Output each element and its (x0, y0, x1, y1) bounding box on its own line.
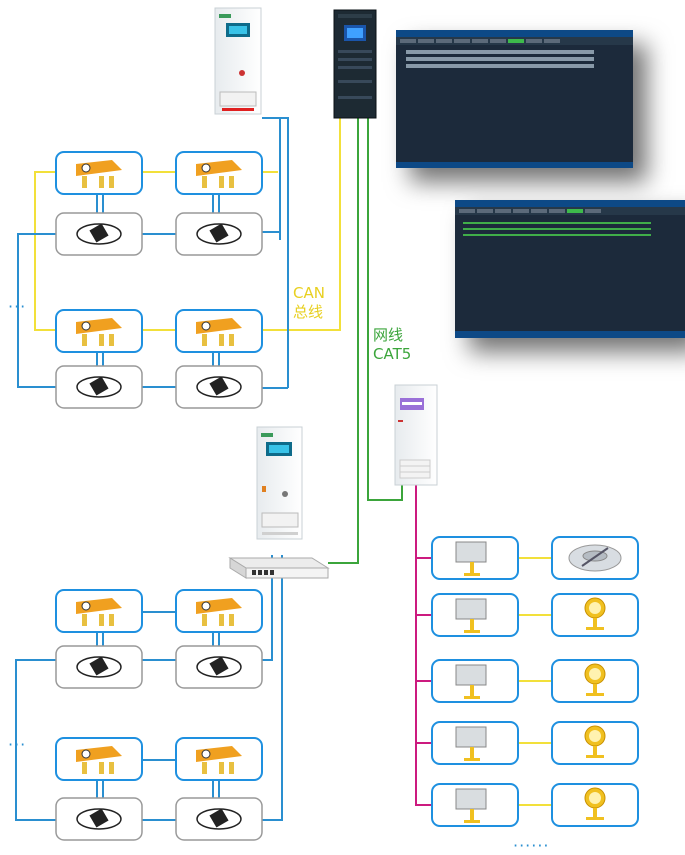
ethernet-green-lines (328, 118, 403, 564)
lamp-yellow-links (518, 557, 552, 806)
network-cable-label: 网线 CAT5 (373, 326, 411, 364)
monitor-screen-icon (455, 200, 685, 338)
inset-light-unit (551, 536, 639, 580)
monitor-screen-icon (396, 30, 633, 168)
camera-unit (175, 589, 263, 633)
rack-switch-icon (228, 557, 330, 579)
camera-unit (55, 309, 143, 353)
sensor-unit (55, 212, 143, 256)
sensor-cable-icon (76, 376, 122, 398)
floodlight-unit (551, 721, 639, 765)
inset-light-icon (568, 544, 622, 572)
sensor-cable-icon (76, 223, 122, 245)
sensor-unit (175, 797, 263, 841)
camera-housing-icon (196, 160, 242, 188)
ellipsis-bottom-right: ······ (513, 836, 550, 855)
floodlight-unit (551, 593, 639, 637)
sensor-unit (175, 212, 263, 256)
sensor-unit (55, 645, 143, 689)
junction-box-unit (431, 783, 519, 827)
can-bus-label-line2: 总线 (293, 303, 324, 321)
blue-cables (15, 117, 289, 821)
control-cabinet-icon (394, 384, 438, 486)
network-cable-label-line1: 网线 (373, 326, 404, 344)
camera-housing-icon (76, 598, 122, 626)
server-cabinet-icon (333, 9, 377, 119)
sensor-unit (55, 797, 143, 841)
camera-unit (55, 589, 143, 633)
device-group-top (55, 151, 263, 409)
sensor-unit (55, 365, 143, 409)
sensor-unit (175, 645, 263, 689)
sensor-cable-icon (76, 656, 122, 678)
junction-box-unit (431, 721, 519, 765)
sensor-cable-icon (76, 808, 122, 830)
camera-housing-icon (196, 318, 242, 346)
junction-box-unit (431, 593, 519, 637)
camera-housing-icon (196, 598, 242, 626)
floodlight-icon (584, 663, 606, 696)
network-cable-label-line2: CAT5 (373, 345, 412, 363)
camera-unit (175, 737, 263, 781)
sensor-cable-icon (196, 656, 242, 678)
sensor-cable-icon (196, 223, 242, 245)
camera-unit (55, 737, 143, 781)
junction-box-icon (455, 598, 487, 633)
floodlight-icon (584, 597, 606, 630)
can-bus-label: CAN 总线 (293, 284, 325, 322)
junction-box-icon (455, 726, 487, 761)
ellipsis-bottom-left: ··· (8, 735, 27, 754)
camera-unit (175, 309, 263, 353)
sensor-cable-icon (196, 808, 242, 830)
ellipsis-top-left: ··· (8, 297, 27, 316)
camera-housing-icon (76, 746, 122, 774)
camera-housing-icon (196, 746, 242, 774)
floodlight-icon (584, 787, 606, 820)
camera-unit (55, 151, 143, 195)
floodlight-icon (584, 725, 606, 758)
power-magenta-lines (415, 485, 432, 806)
lighting-group (431, 536, 639, 827)
camera-housing-icon (76, 318, 122, 346)
floodlight-unit (551, 659, 639, 703)
junction-box-icon (455, 541, 487, 576)
control-cabinet-icon (256, 426, 303, 540)
junction-box-icon (455, 788, 487, 823)
junction-box-unit (431, 659, 519, 703)
control-cabinet-icon (214, 7, 262, 115)
can-bus-label-line1: CAN (293, 284, 325, 302)
junction-box-icon (455, 664, 487, 699)
sensor-cable-icon (196, 376, 242, 398)
junction-box-unit (431, 536, 519, 580)
camera-housing-icon (76, 160, 122, 188)
sensor-unit (175, 365, 263, 409)
device-group-bottom (55, 589, 263, 841)
camera-unit (175, 151, 263, 195)
floodlight-unit (551, 783, 639, 827)
